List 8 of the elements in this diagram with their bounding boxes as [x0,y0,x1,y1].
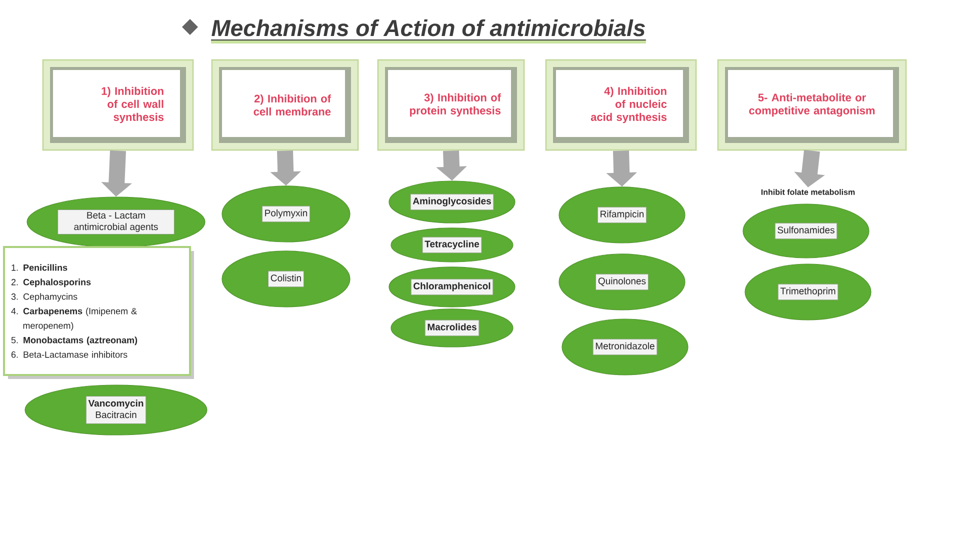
mechanism-box: 4) Inhibition of nucleic acid synthesis [545,59,697,151]
mechanism-box: 3) Inhibition of protein synthesis [377,59,525,151]
drug-list-box: 1. Penicillins 2. Cephalosporins 3. Cephamycins 4. Carbapenems (Imipenem & meropenem) 5. Monobactams (aztreonam) 6. Beta-Lactamase inhibitors [3,246,194,379]
mechanism-box: 1) Inhibition of cell wall synthesis [42,59,194,151]
title: Mechanisms of Action of antimicrobials [211,19,646,44]
mechanism-box: 5- Anti-metabolite or competitive antagonism [717,59,907,151]
group-label: Inhibit folate metabolism [761,189,855,195]
mechanism-box: 2) Inhibition of cell membrane [211,59,359,151]
